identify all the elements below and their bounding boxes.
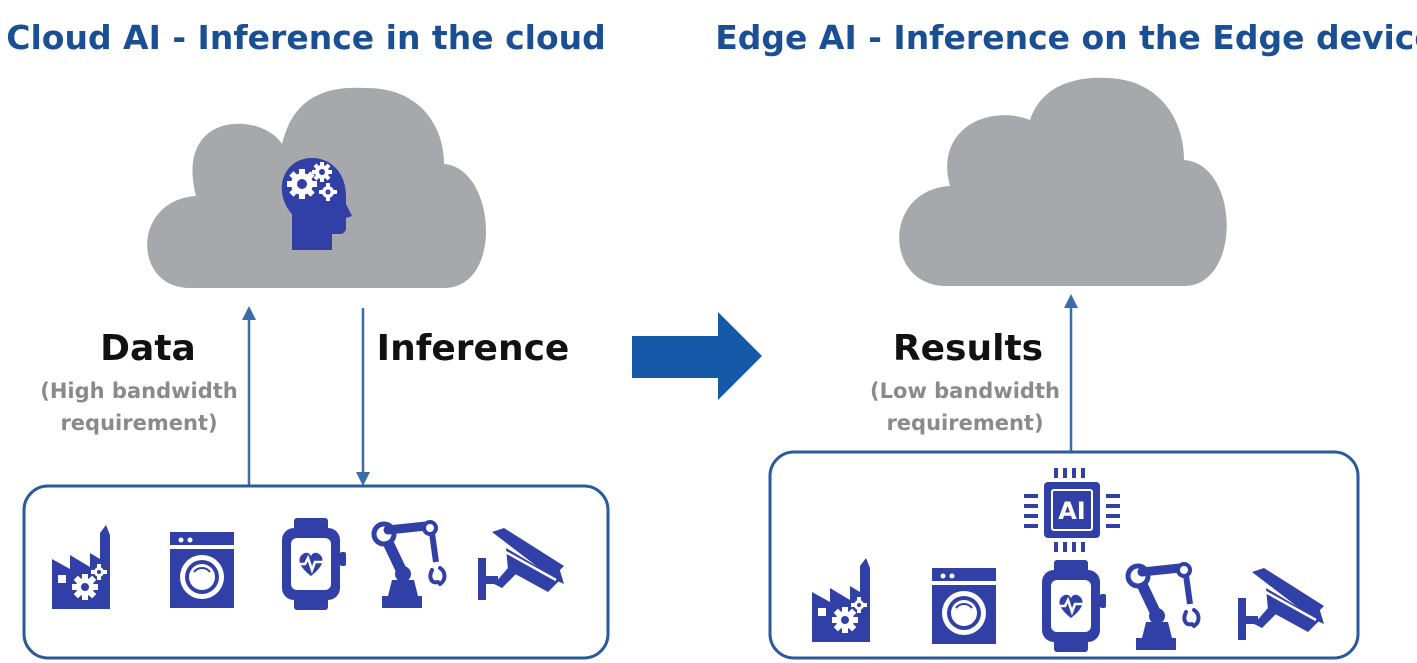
- smartwatch-heart-icon: [280, 516, 348, 612]
- smartwatch-heart-icon: [1040, 558, 1108, 654]
- factory-icon: [812, 558, 870, 642]
- results-note-line2: requirement): [886, 411, 1043, 435]
- results-note-line1: (Low bandwidth: [870, 379, 1060, 403]
- data-upload-arrow: [242, 306, 256, 486]
- cloud-ai-title: Cloud AI - Inference in the cloud: [6, 18, 605, 57]
- robot-arm-icon: [374, 522, 445, 608]
- ai-chip-text: AI: [1058, 497, 1086, 525]
- inference-download-arrow: [356, 308, 370, 486]
- data-note-line2: requirement): [60, 411, 217, 435]
- edge-ai-title: Edge AI - Inference on the Edge device: [715, 18, 1417, 57]
- data-label: Data: [100, 328, 196, 369]
- right-arrow-icon: [632, 312, 762, 400]
- edge-devices-frame: [768, 450, 1360, 660]
- results-upload-arrow: [1064, 294, 1078, 452]
- cloud-devices-frame: [22, 484, 610, 660]
- security-camera-icon: [1236, 566, 1326, 642]
- results-label: Results: [893, 328, 1043, 369]
- cloud-shape-right: [899, 77, 1227, 286]
- data-note-line1: (High bandwidth: [40, 379, 237, 403]
- washing-machine-icon: [169, 531, 235, 609]
- inference-label: Inference: [377, 328, 570, 369]
- factory-icon: [52, 525, 110, 609]
- security-camera-icon: [476, 526, 566, 602]
- washing-machine-icon: [931, 567, 997, 645]
- ai-chip-icon: AI: [1024, 468, 1120, 552]
- brain-gears-head-icon: [281, 158, 352, 250]
- robot-arm-icon: [1128, 564, 1199, 650]
